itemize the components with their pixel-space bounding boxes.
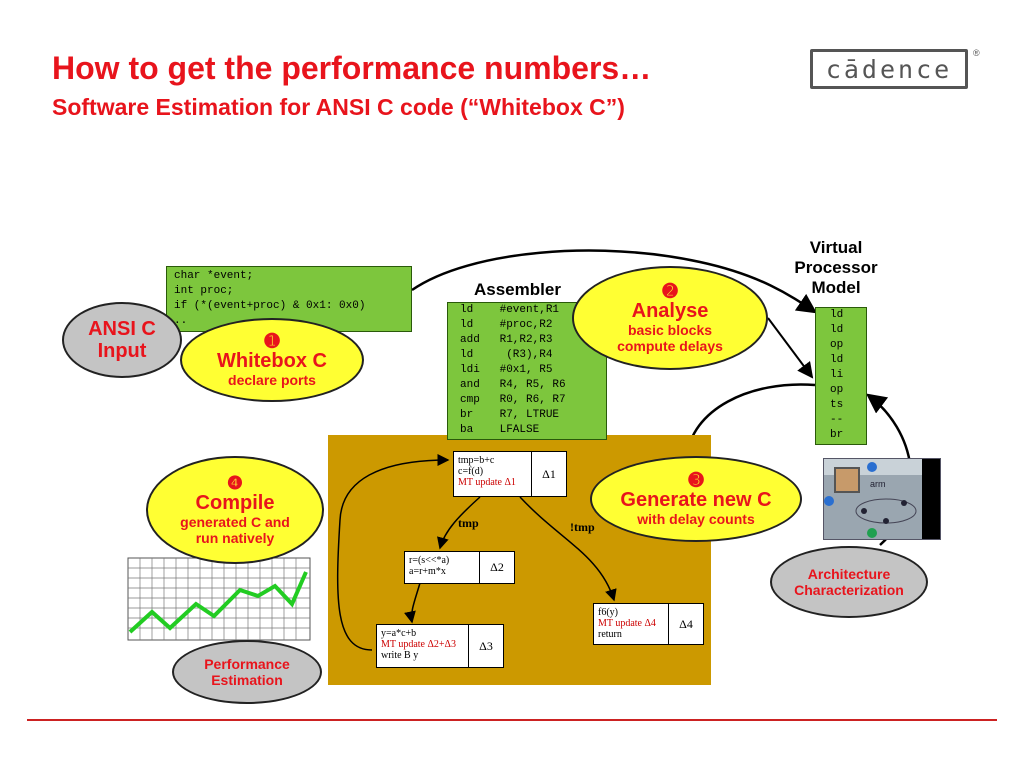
vpm-line: -- [830, 414, 844, 426]
block2-line1: r=(s<<*a) [409, 555, 450, 566]
arch-char-line1: Architecture [807, 566, 891, 582]
asm-line: and R4, R5, R6 [460, 379, 566, 391]
page-subtitle: Software Estimation for ANSI C code (“Wh… [52, 94, 625, 120]
vpm-block: ld ld op ld li op ts -- br [815, 307, 867, 445]
block3-line3: write B y [381, 650, 419, 661]
compile-sub1: generated C and [180, 514, 290, 530]
vpm-line: ld [830, 354, 844, 366]
block1-line1: tmp=b+c [458, 455, 495, 466]
vpm-line: li [830, 369, 844, 381]
whitebox-sub: declare ports [228, 372, 316, 388]
block4-delta: Δ4 [679, 616, 693, 631]
analyse-ellipse: ➋ Analyse basic blocks compute delays [572, 266, 768, 370]
logo-registered-mark: ® [973, 48, 980, 58]
ansi-input-ellipse: ANSI C Input [62, 302, 182, 378]
edge-tmp [437, 496, 481, 550]
code-line: if (*(event+proc) & 0x1: 0x0) [174, 300, 366, 312]
footer-rule [27, 719, 997, 721]
block2-delta: Δ2 [490, 560, 504, 574]
vpm-line: op [830, 339, 844, 351]
cadence-logo: cādence [810, 49, 968, 89]
assembler-block: ld #event,R1 ld #proc,R2 add R1,R2,R3 ld… [447, 302, 607, 440]
edge-not-tmp [519, 496, 617, 602]
arch-image-label: arm [870, 479, 886, 489]
block1-delta: Δ1 [542, 466, 556, 481]
whitebox-title: Whitebox C [217, 350, 327, 372]
edge-ntmp-label: !tmp [570, 520, 595, 534]
perf-est-ellipse: Performance Estimation [172, 640, 322, 704]
analyse-sub1: basic blocks [627, 322, 713, 338]
block1-line2: c=f(d) [458, 466, 484, 477]
vpm-line: ld [830, 324, 844, 336]
analyse-to-vpm-arrow [767, 317, 814, 379]
architecture-image: arm [823, 458, 941, 540]
perf-est-line2: Estimation [211, 672, 283, 688]
block4-line1: f6(y) [598, 607, 618, 618]
edge-tmp-label: tmp [458, 516, 479, 530]
perf-est-line1: Performance [204, 656, 290, 672]
compile-ellipse: ❹ Compile generated C and run natively [146, 456, 324, 564]
vpm-label-line: Processor [794, 258, 878, 277]
basic-block-2: r=(s<<*a) a=r+m*x Δ2 [404, 551, 515, 584]
step3-number: ➌ [688, 470, 704, 490]
arch-char-ellipse: Architecture Characterization [770, 546, 928, 618]
block4-line2: MT update Δ4 [598, 618, 656, 629]
asm-line: ba LFALSE [460, 424, 540, 436]
basic-block-3: y=a*c+b MT update Δ2+Δ3 write B y Δ3 [376, 624, 504, 668]
asm-line: br R7, LTRUE [460, 409, 560, 421]
basic-block-4: f6(y) MT update Δ4 return Δ4 [593, 603, 704, 645]
vpm-line: ts [830, 399, 844, 411]
vpm-line: ld [830, 309, 844, 321]
vpm-label-line: Model [811, 278, 861, 297]
vpm-label-line: Virtual [809, 238, 863, 257]
chip-icon [834, 467, 860, 493]
generate-sub: with delay counts [637, 511, 755, 527]
generate-ellipse: ➌ Generate new C with delay counts [590, 456, 802, 542]
ansi-input-line2: Input [97, 340, 147, 362]
ansi-to-vpm-arrow [411, 249, 818, 314]
asm-line: ld #proc,R2 [460, 319, 553, 331]
assembler-label: Assembler [474, 280, 561, 299]
arch-network-icon [824, 462, 917, 538]
basic-block-1: tmp=b+c c=f(d) MT update Δ1 Δ1 [453, 451, 567, 497]
asm-line: ld (R3),R4 [460, 349, 553, 361]
ansi-input-line1: ANSI C [88, 318, 156, 340]
page-title: How to get the performance numbers… [52, 50, 652, 86]
block3-line2: MT update Δ2+Δ3 [381, 639, 456, 650]
vpm-line: br [830, 429, 844, 441]
code-line: int proc; [174, 285, 234, 297]
compile-title: Compile [195, 492, 275, 514]
generate-title: Generate new C [620, 489, 772, 511]
code-line: .. [174, 315, 188, 327]
step2-number: ➋ [662, 281, 678, 301]
block3-line1: y=a*c+b [381, 628, 417, 639]
arch-char-line2: Characterization [794, 582, 904, 598]
whitebox-ellipse: ➊ Whitebox C declare ports [180, 318, 364, 402]
vpm-label: Virtual Processor Model [775, 238, 897, 298]
compile-sub2: run natively [195, 530, 275, 546]
block1-line3: MT update Δ1 [458, 477, 516, 488]
code-line: char *event; [174, 270, 254, 282]
performance-chart [127, 557, 311, 641]
analyse-sub2: compute delays [617, 338, 723, 354]
asm-line: ldi #0x1, R5 [460, 364, 553, 376]
block4-line3: return [598, 629, 622, 640]
asm-line: ld #event,R1 [460, 304, 560, 316]
analyse-title: Analyse [631, 300, 709, 322]
edge-loop-back [336, 454, 450, 651]
step4-number: ❹ [226, 473, 244, 493]
block2-line2: a=r+m*x [409, 566, 446, 577]
asm-line: cmp R0, R6, R7 [460, 394, 566, 406]
edge-b2-b3 [404, 582, 421, 624]
vpm-line: op [830, 384, 844, 396]
asm-line: add R1,R2,R3 [460, 334, 553, 346]
step1-number: ➊ [264, 331, 280, 351]
block3-delta: Δ3 [479, 638, 493, 653]
